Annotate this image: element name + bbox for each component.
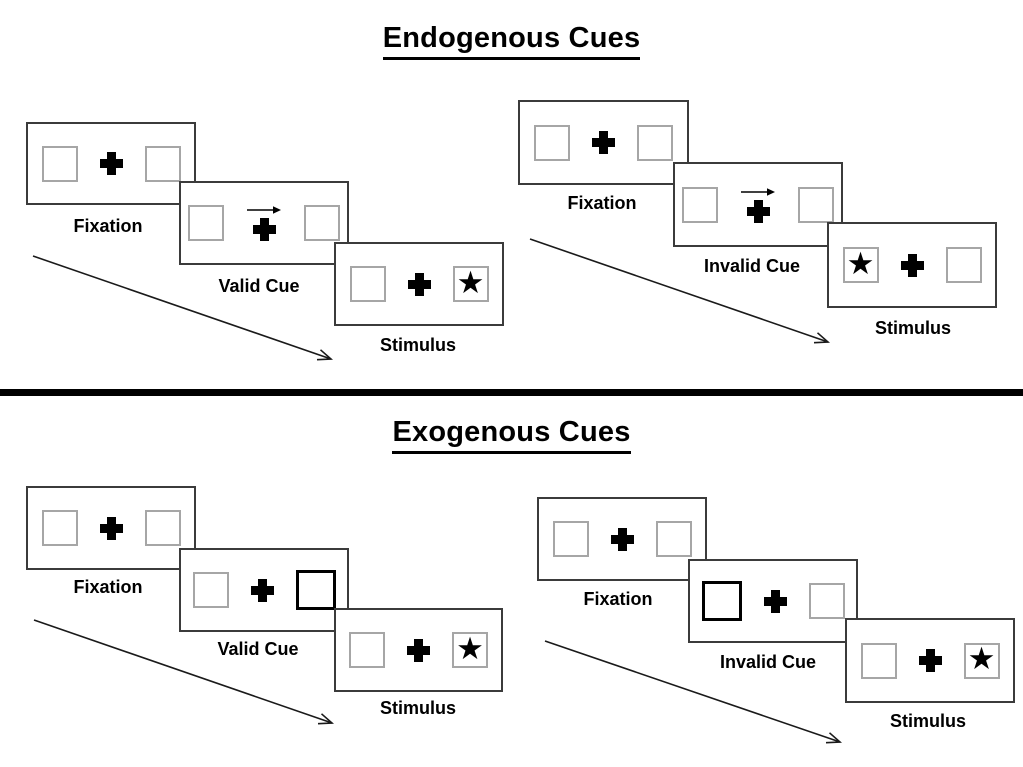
fixation-cross-icon [900,253,924,277]
frame-label-stimulus: Stimulus [889,711,967,731]
frame-label-fixation: Fixation [73,216,143,236]
valid-cue-panel [179,548,349,632]
valid-cue-panel [179,181,349,265]
fixation-cross-icon [763,589,787,613]
stimulus-panel: ★ [334,242,504,326]
left-placeholder-square [534,124,570,161]
fixation-panel [537,497,707,581]
right-highlighted-cue-square [295,570,336,610]
left-placeholder-square [192,572,229,608]
frame-label-valid-cue: Valid Cue [217,639,299,659]
exogenous-title-text: Exogenous Cues [392,416,631,454]
right-target-square: ★ [452,264,489,302]
central-cue [246,205,282,241]
left-placeholder-square [349,632,385,668]
exogenous-section-title: Exogenous Cues [0,416,1023,454]
stimulus-panel: ★ [845,618,1015,703]
frame-label-fixation: Fixation [567,193,637,213]
fixation-panel [518,100,689,185]
star-stimulus-icon: ★ [846,245,875,282]
invalid-cue-panel [688,559,858,643]
fixation-cross-icon [407,272,431,296]
left-placeholder-square [860,642,897,679]
left-placeholder-square [188,205,224,241]
star-stimulus-icon: ★ [456,630,484,667]
right-placeholder-square [798,186,834,223]
fixation-panel [26,122,196,205]
endogenous-section-title: Endogenous Cues [0,22,1023,60]
frame-label-stimulus: Stimulus [379,335,457,355]
left-placeholder-square [41,145,78,182]
left-placeholder-square [552,521,589,557]
right-placeholder-square [655,521,692,557]
frame-label-stimulus: Stimulus [874,318,952,338]
right-placeholder-square [945,247,982,283]
invalid-cue-panel [673,162,843,247]
left-target-square: ★ [842,245,879,283]
frame-label-valid-cue: Valid Cue [218,276,300,296]
star-stimulus-icon: ★ [967,641,996,677]
right-arrow-cue-icon [247,206,281,214]
right-arrow-cue-icon [741,187,775,196]
central-cue [740,187,776,223]
frame-label-invalid-cue: Invalid Cue [703,256,801,276]
right-placeholder-square [144,145,181,182]
left-highlighted-cue-square [701,581,742,621]
right-placeholder-square [637,124,673,161]
left-placeholder-square [349,266,386,302]
fixation-panel [26,486,196,570]
star-stimulus-icon: ★ [456,264,485,301]
fixation-cross-icon [99,152,123,175]
timeline-arrow-icon [32,255,334,361]
fixation-cross-icon [407,638,430,662]
section-divider [0,389,1023,396]
frame-label-fixation: Fixation [583,589,653,609]
left-placeholder-square [682,186,718,223]
frame-label-invalid-cue: Invalid Cue [719,652,817,672]
right-placeholder-square [808,583,845,619]
timeline-arrow-icon [529,238,831,344]
fixation-cross-icon [99,516,123,540]
right-target-square: ★ [452,632,488,668]
timeline-arrow-icon [33,619,335,725]
fixation-cross-icon [746,199,770,223]
endogenous-title-text: Endogenous Cues [382,22,641,60]
fixation-cross-icon [250,578,274,602]
frame-label-fixation: Fixation [73,577,143,597]
fixation-cross-icon [918,649,942,672]
right-placeholder-square [144,510,181,546]
fixation-cross-icon [610,527,634,551]
fixation-cross-icon [592,131,615,154]
stimulus-panel: ★ [334,608,503,692]
fixation-cross-icon [252,218,276,241]
right-target-square: ★ [963,641,1000,679]
stimulus-panel: ★ [827,222,997,308]
right-placeholder-square [304,205,340,241]
timeline-arrow-icon [544,640,843,744]
left-placeholder-square [41,510,78,546]
frame-label-stimulus: Stimulus [379,698,457,718]
